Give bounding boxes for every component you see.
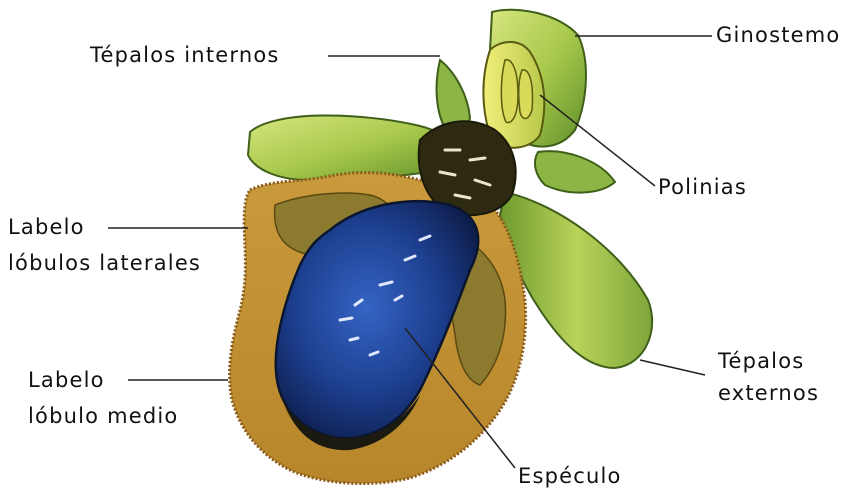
label-ginostemo: Ginostemo (716, 22, 840, 48)
label-tepalos-externos-2: externos (718, 380, 819, 406)
label-tepalos-externos-1: Tépalos (718, 348, 804, 374)
label-especulo: Espéculo (518, 463, 622, 489)
label-tepalos-internos: Tépalos internos (90, 42, 280, 68)
leader-tepalos-ext (640, 360, 705, 375)
label-labelo-lateral-2: lóbulos laterales (8, 250, 201, 276)
label-labelo-medio-1: Labelo (28, 367, 105, 393)
label-labelo-medio-2: lóbulo medio (28, 403, 178, 429)
label-labelo-lateral-1: Labelo (8, 214, 85, 240)
internal-tepal-right (535, 151, 615, 192)
label-polinias: Polinias (658, 174, 747, 200)
